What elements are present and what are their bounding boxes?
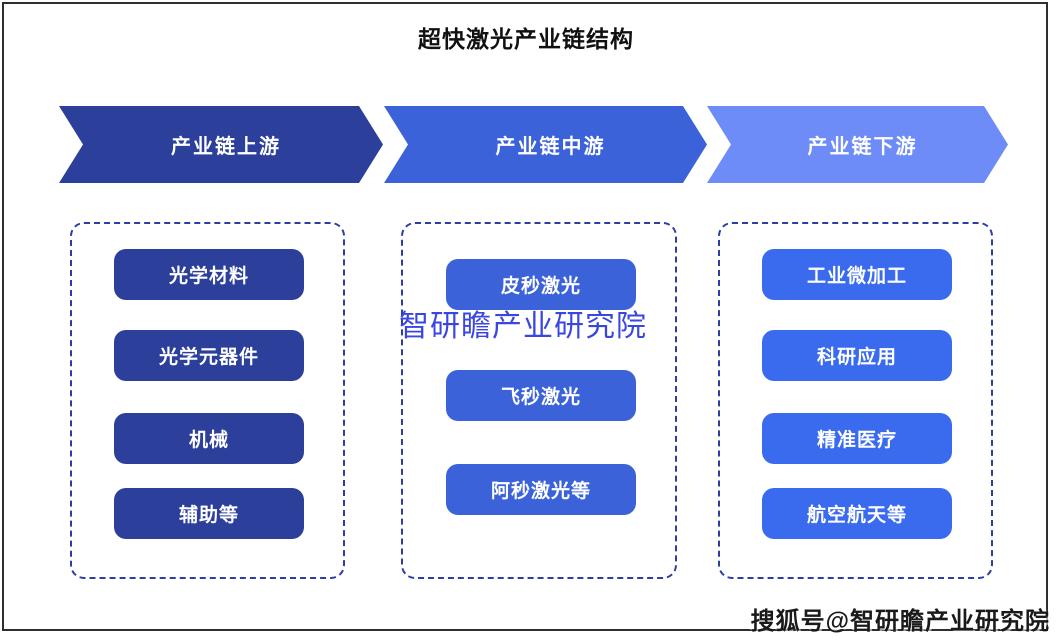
publisher-watermark: 搜狐号@智研瞻产业研究院 — [750, 608, 1050, 635]
upstream-panel: 光学材料 光学元器件 机械 辅助等 — [70, 222, 345, 579]
downstream-item-box: 工业微加工 — [762, 249, 952, 300]
upstream-item-box: 机械 — [114, 413, 304, 464]
banner-midstream: 产业链中游 — [384, 106, 707, 183]
center-watermark: 智研瞻产业研究院 — [399, 310, 647, 343]
upstream-item-box: 光学材料 — [114, 249, 304, 300]
diagram-title: 超快激光产业链结构 — [418, 26, 634, 52]
midstream-panel: 皮秒激光 飞秒激光 阿秒激光等 — [401, 222, 677, 579]
banner-downstream-label: 产业链下游 — [807, 136, 918, 158]
downstream-panel: 工业微加工 科研应用 精准医疗 航空航天等 — [718, 222, 993, 579]
midstream-item-box: 皮秒激光 — [446, 259, 636, 310]
banner-upstream-label: 产业链上游 — [171, 136, 281, 158]
midstream-item-box: 阿秒激光等 — [446, 464, 636, 515]
midstream-item-box: 飞秒激光 — [446, 370, 636, 421]
upstream-item-box: 光学元器件 — [114, 330, 304, 381]
downstream-item-box: 精准医疗 — [762, 413, 952, 464]
banner-midstream-label: 产业链中游 — [495, 136, 606, 158]
downstream-item-box: 航空航天等 — [762, 488, 952, 539]
upstream-item-box: 辅助等 — [114, 488, 304, 539]
banner-downstream: 产业链下游 — [707, 106, 1008, 183]
banner-upstream: 产业链上游 — [59, 106, 383, 183]
downstream-item-box: 科研应用 — [762, 330, 952, 381]
